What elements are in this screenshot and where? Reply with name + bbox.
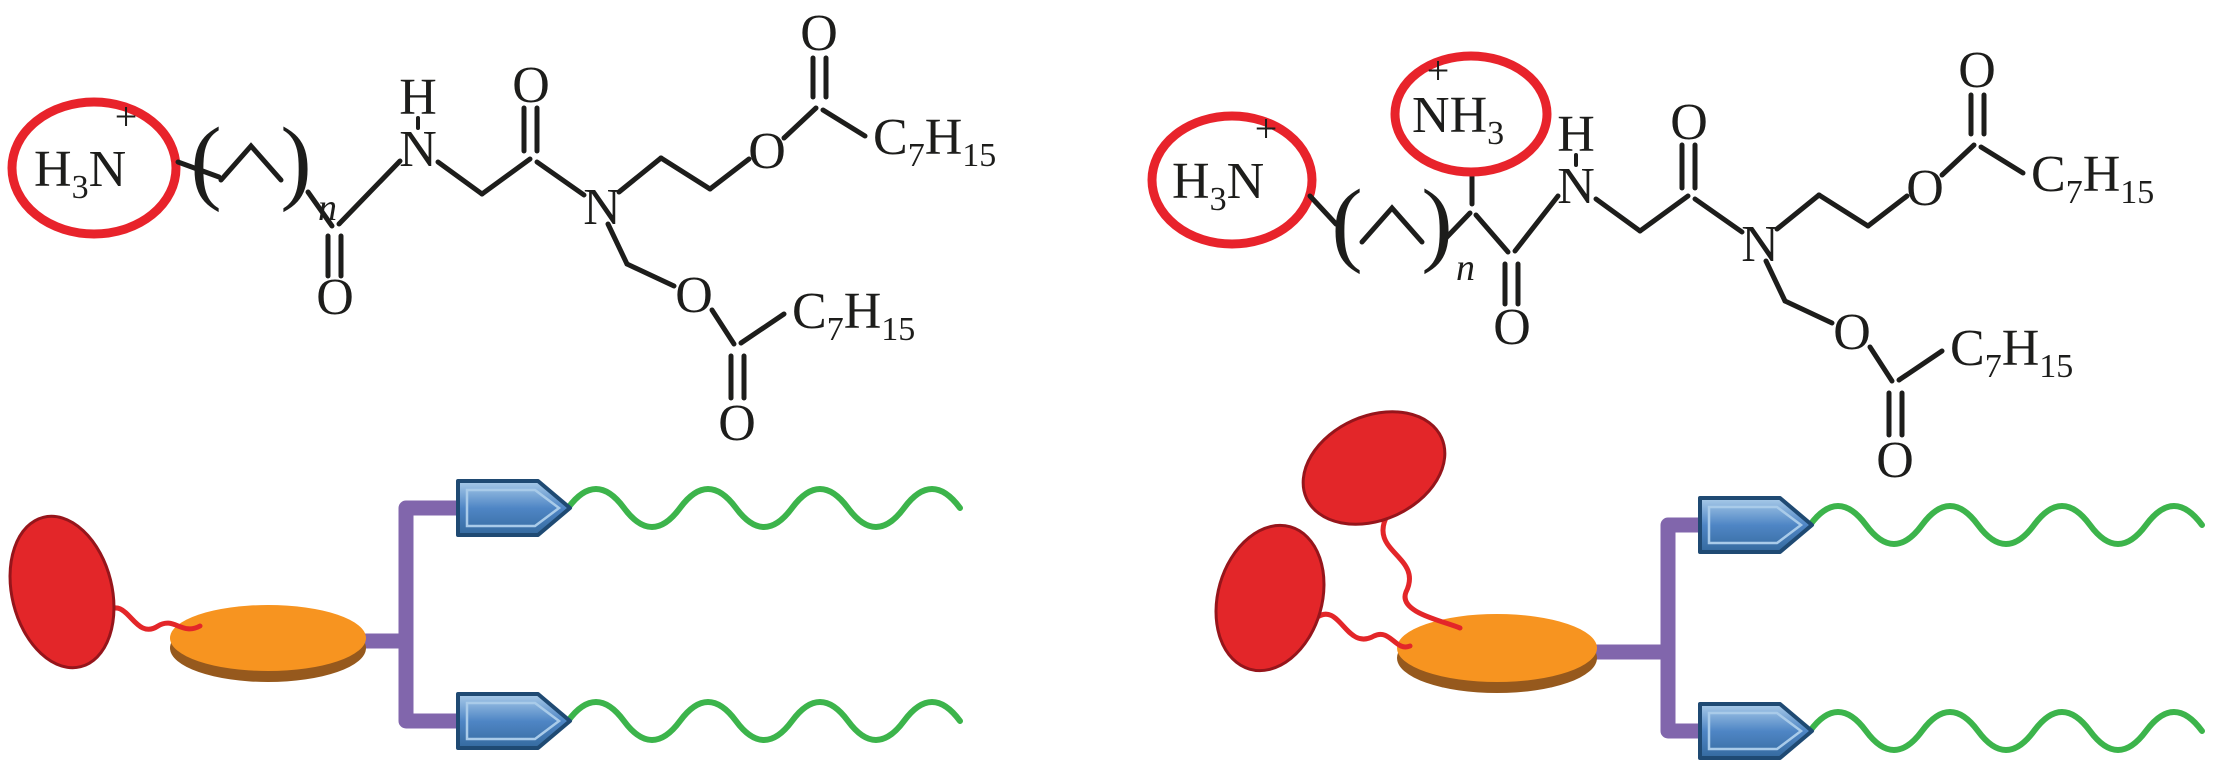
repeat-zigzag — [218, 142, 284, 183]
repeat-zigzag — [1359, 204, 1425, 245]
dna-tag — [456, 479, 572, 537]
plus-charge-label: + — [1255, 106, 1278, 151]
ammonium-highlight-circle — [1147, 111, 1317, 249]
dna-tag — [456, 692, 572, 750]
repeat-subscript-n: n — [1456, 247, 1475, 289]
repeat-close-paren: ) — [280, 109, 311, 213]
linker-squiggle — [103, 605, 203, 632]
ammonium-h: H — [1450, 87, 1488, 144]
terminal-ammonium-label: H3N — [1172, 153, 1264, 218]
ammonium-head-ellipse — [1301, 410, 1447, 526]
cartoon-double-ammonium-lipid — [1214, 410, 2202, 760]
terminal-ammonium-label: H3N — [34, 141, 126, 206]
ammonium-sub3: 3 — [72, 169, 89, 206]
linker-squiggle — [1313, 611, 1413, 650]
alpha-ammonium-label: NH3 — [1412, 87, 1504, 152]
ammonium-h: H — [1172, 153, 1210, 210]
bond — [305, 189, 335, 229]
bond — [175, 159, 222, 180]
ammonium-n: N — [89, 141, 127, 198]
peptide-disc — [170, 605, 366, 671]
ammonium-highlight-circle — [7, 97, 181, 239]
repeat-open-paren: ( — [190, 109, 221, 213]
bond — [336, 158, 403, 227]
cartoon-single-ammonium-lipid — [8, 479, 960, 750]
molecule-double-ammonium: H3N + ( ) n + NH3 O — [1147, 42, 2154, 489]
plus-charge-label: + — [1427, 48, 1450, 93]
lipid-tail-wave — [1810, 506, 2202, 544]
ammonium-n: N — [1227, 153, 1265, 210]
ammonium-head-ellipse — [8, 514, 116, 670]
ammonium-head-ellipse — [1214, 523, 1326, 673]
ammonium-n: N — [1412, 87, 1450, 144]
ammonium-sub3: 3 — [1210, 181, 1227, 218]
linker-squiggle — [1380, 511, 1463, 631]
carbonyl-oxygen-label: O — [316, 269, 354, 326]
repeat-open-paren: ( — [1331, 171, 1362, 275]
dna-tag — [1698, 702, 1814, 760]
dna-tag — [1698, 496, 1814, 554]
plus-charge-label: + — [115, 94, 138, 139]
bond — [1307, 193, 1339, 227]
diester-tail-instance — [399, 5, 996, 452]
repeat-close-paren: ) — [1421, 171, 1452, 275]
ammonium-h: H — [34, 141, 72, 198]
lipid-tail-wave — [568, 702, 960, 740]
branch-bracket — [398, 500, 470, 729]
peptide-disc — [1397, 614, 1597, 682]
bond — [1443, 210, 1473, 241]
alpha-ammonium-highlight-circle — [1390, 51, 1552, 177]
bond — [1512, 193, 1561, 254]
repeat-subscript-n: n — [318, 187, 337, 229]
lipid-tail-wave — [568, 489, 960, 527]
molecule-single-ammonium: H3N + ( ) n O — [7, 5, 996, 452]
ammonium-sub3: 3 — [1487, 115, 1504, 152]
bond — [1473, 212, 1511, 255]
lipid-tail-wave — [1810, 712, 2202, 750]
carbonyl-oxygen-label: O — [1493, 299, 1531, 356]
diester-tail-instance — [1557, 42, 2154, 489]
branch-bracket — [1660, 517, 1710, 739]
